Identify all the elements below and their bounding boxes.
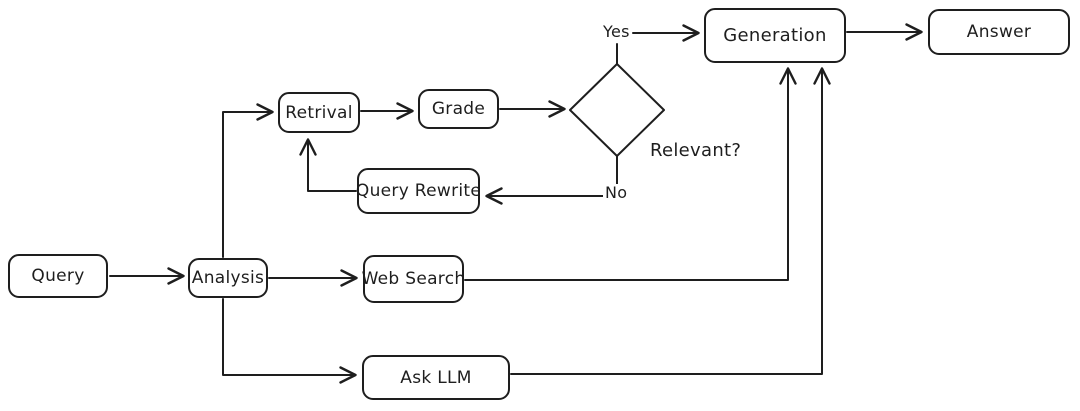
- node-analysis: Analysis: [188, 258, 268, 298]
- node-web-search: Web Search: [362, 255, 465, 303]
- edge-ask-llm-generation: [510, 67, 831, 375]
- node-generation: Generation: [704, 8, 846, 63]
- node-grade: Grade: [418, 89, 499, 129]
- node-query-rewrite: Query Rewrite: [356, 168, 481, 214]
- node-query: Query: [8, 254, 108, 298]
- edge-analysis-ask-llm: [222, 298, 357, 384]
- edge-web-search-generation: [464, 67, 797, 281]
- decision-label: Relevant?: [650, 140, 742, 161]
- edge-analysis-retrival: [222, 103, 274, 258]
- node-retrival: Retrival: [278, 92, 360, 133]
- edge-label-yes: Yes: [601, 22, 632, 41]
- edge-query-rewrite-retrival: [299, 138, 357, 192]
- edge-label-no: No: [603, 183, 630, 202]
- node-ask-llm: Ask LLM: [362, 355, 510, 400]
- node-answer: Answer: [928, 9, 1070, 55]
